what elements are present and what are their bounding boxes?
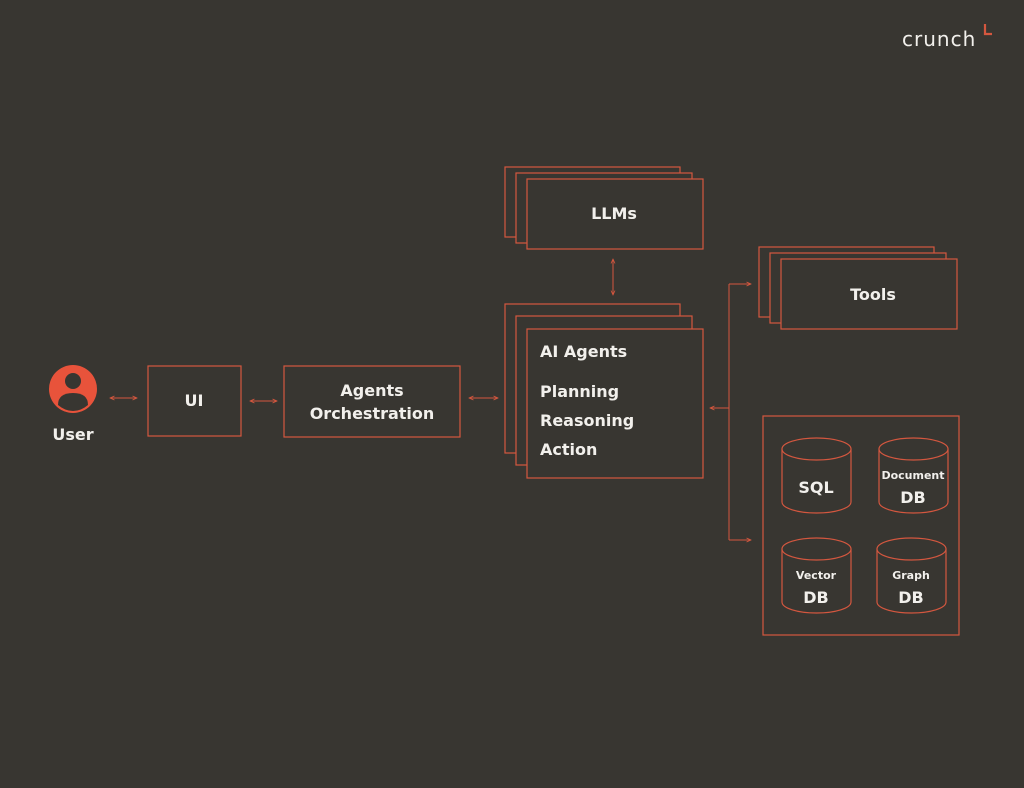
- user-icon: [49, 365, 97, 413]
- tools-label: Tools: [850, 285, 896, 304]
- ui-node: UI: [147, 365, 242, 437]
- orchestration-label-line1: Agents: [340, 381, 403, 400]
- agents-node: AI Agents Planning Reasoning Action: [504, 303, 704, 479]
- document-database-icon: Document DB: [878, 437, 949, 514]
- llms-label: LLMs: [591, 204, 637, 223]
- sql-label: SQL: [798, 478, 833, 497]
- orchestration-node: Agents Orchestration: [283, 365, 461, 438]
- orchestration-label-line2: Orchestration: [310, 404, 435, 423]
- agents-capability-action: Action: [540, 440, 597, 459]
- sql-database-icon: SQL: [781, 437, 852, 514]
- databases-group: SQL Document DB Vector DB Graph DB: [762, 415, 960, 636]
- document-db-label-line1: Document: [881, 469, 944, 482]
- agents-capability-reasoning: Reasoning: [540, 411, 634, 430]
- agents-title: AI Agents: [540, 342, 627, 361]
- crunch-logo: crunch: [902, 24, 992, 51]
- user-label: User: [52, 425, 93, 444]
- user-node: User: [49, 365, 97, 444]
- vector-db-label-line1: Vector: [796, 569, 837, 582]
- tools-node: Tools: [758, 246, 958, 330]
- document-db-label-line2: DB: [900, 488, 925, 507]
- graph-database-icon: Graph DB: [876, 537, 947, 614]
- agents-resources-connector: [710, 284, 751, 540]
- logo-accent-mark: [983, 24, 992, 36]
- logo-text: crunch: [902, 27, 976, 51]
- llms-node: LLMs: [504, 166, 704, 250]
- graph-db-label-line1: Graph: [892, 569, 930, 582]
- graph-db-label-line2: DB: [898, 588, 923, 607]
- agents-capability-planning: Planning: [540, 382, 619, 401]
- vector-db-label-line2: DB: [803, 588, 828, 607]
- vector-database-icon: Vector DB: [781, 537, 852, 614]
- ui-label: UI: [185, 391, 204, 410]
